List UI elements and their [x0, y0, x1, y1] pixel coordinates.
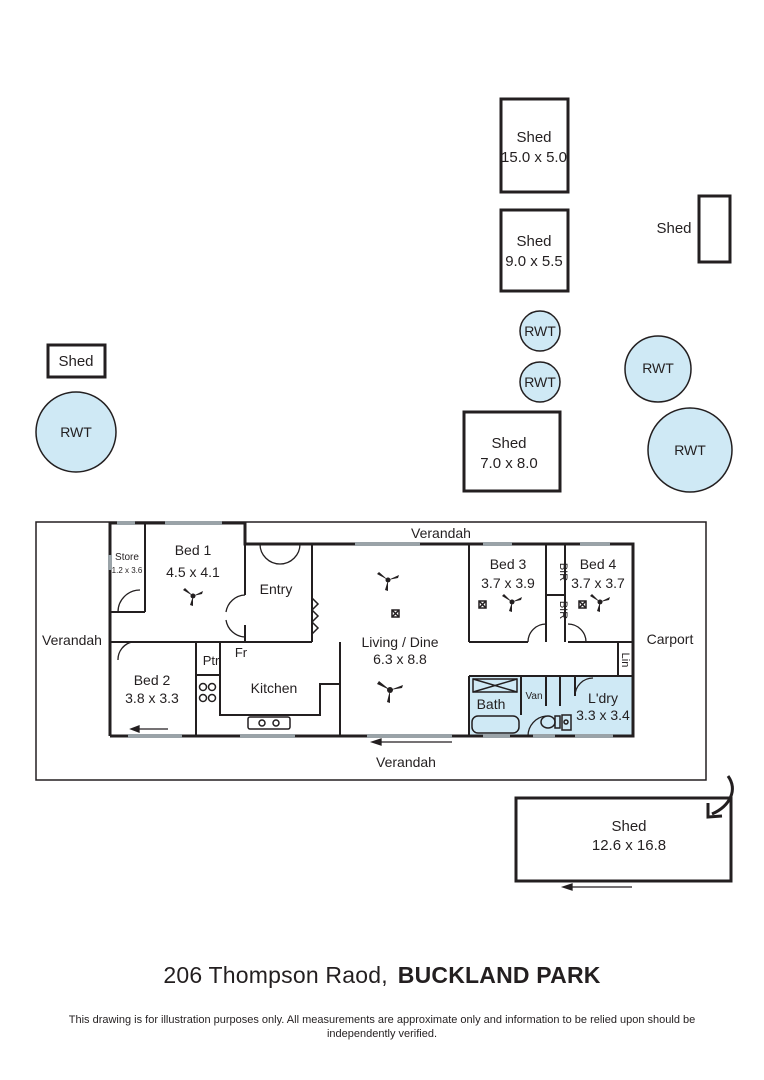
rwt-tank: RWT	[647, 407, 733, 493]
street-address: 206 Thompson Raod,	[163, 962, 388, 988]
curved-arrow-icon	[706, 775, 734, 819]
arrow-left-icon	[369, 738, 452, 746]
kitchen-sink-icon	[247, 716, 291, 730]
sliding-door-icon	[310, 597, 320, 635]
cooktop-icon	[198, 682, 217, 703]
shed-label: Shed	[516, 233, 551, 250]
verandah-outline	[35, 521, 707, 781]
rwt-label: RWT	[60, 424, 92, 440]
kitchen-label: Kitchen	[251, 680, 298, 696]
shed-15x5: Shed 15.0 x 5.0	[499, 97, 570, 194]
shed-size: 15.0 x 5.0	[501, 149, 567, 166]
bath-label: Bath	[477, 696, 506, 712]
bed4-label: Bed 4	[580, 556, 617, 572]
living-label: Living / Dine	[361, 634, 438, 650]
shed-label: Shed	[491, 435, 526, 452]
shed-label: Shed	[516, 129, 551, 146]
light-point-icon	[391, 600, 587, 618]
rwt-tank: RWT	[519, 361, 561, 403]
laundry-label: L'dry	[588, 690, 618, 706]
entry-label: Entry	[260, 581, 293, 597]
rwt-tank: RWT	[35, 391, 117, 473]
store-label: Store	[115, 552, 139, 563]
rwt-label: RWT	[674, 442, 706, 458]
bed1-label: Bed 1	[175, 542, 212, 558]
arrow-left-icon	[560, 883, 632, 891]
store-size: 1.2 x 3.6	[112, 566, 143, 575]
shed-size: 7.0 x 8.0	[480, 455, 538, 472]
laundry-floor	[521, 676, 632, 736]
bed3-label: Bed 3	[490, 556, 527, 572]
shed-7x8: Shed 7.0 x 8.0	[462, 410, 562, 493]
shed-small-right: Shed	[656, 194, 732, 264]
trough-icon	[561, 714, 572, 731]
fridge-label: Fr	[235, 645, 248, 660]
ceiling-fan-icon	[377, 681, 403, 703]
bed2-label: Bed 2	[134, 672, 171, 688]
bir-label: BIR	[557, 563, 569, 581]
ceiling-fan-icon	[183, 588, 203, 606]
bed3-size: 3.7 x 3.9	[481, 575, 535, 591]
toilet-icon	[540, 715, 561, 729]
shed-size: 12.6 x 16.8	[592, 837, 666, 854]
shed-12-6x16-8: Shed 12.6 x 16.8	[514, 796, 733, 883]
bed2-size: 3.8 x 3.3	[125, 690, 179, 706]
linen-label: Lin	[619, 653, 631, 668]
property-address: 206 Thompson Raod, BUCKLAND PARK	[0, 962, 764, 989]
carport-label: Carport	[647, 631, 694, 647]
living-size: 6.3 x 8.8	[373, 651, 427, 667]
bir-label: BIR	[557, 601, 569, 619]
verandah-label: Verandah	[411, 525, 471, 541]
verandah-label: Verandah	[376, 754, 436, 770]
shed-label: Shed	[611, 818, 646, 835]
floor-plan: Shed 15.0 x 5.0 Shed 9.0 x 5.5 Shed Shed…	[35, 97, 734, 891]
verandah-label: Verandah	[42, 632, 102, 648]
shed-size: 9.0 x 5.5	[505, 253, 563, 270]
shower-icon	[472, 678, 518, 693]
rwt-tank: RWT	[519, 310, 561, 352]
pantry-label: Ptr	[203, 653, 220, 668]
shed-label: Shed	[656, 220, 691, 237]
laundry-size: 3.3 x 3.4	[576, 707, 630, 723]
rwt-label: RWT	[642, 360, 674, 376]
disclaimer-text: This drawing is for illustration purpose…	[68, 1014, 696, 1040]
bathtub-icon	[471, 715, 520, 734]
suburb: BUCKLAND PARK	[397, 962, 601, 988]
bed4-size: 3.7 x 3.7	[571, 575, 625, 591]
ceiling-fan-icon	[590, 594, 610, 612]
arrow-left-icon	[129, 725, 168, 733]
rwt-label: RWT	[524, 323, 556, 339]
rwt-label: RWT	[524, 374, 556, 390]
shed-label: Shed	[58, 353, 93, 370]
shed-small-left: Shed	[46, 343, 107, 379]
internal-walls	[110, 523, 633, 736]
bed1-size: 4.5 x 4.1	[166, 564, 220, 580]
ceiling-fan-icon	[502, 594, 522, 612]
ceiling-fan-icon	[377, 572, 399, 591]
shed-9x5-5: Shed 9.0 x 5.5	[499, 208, 570, 293]
vanity-label: Van	[525, 691, 542, 702]
rwt-tank: RWT	[624, 335, 692, 403]
